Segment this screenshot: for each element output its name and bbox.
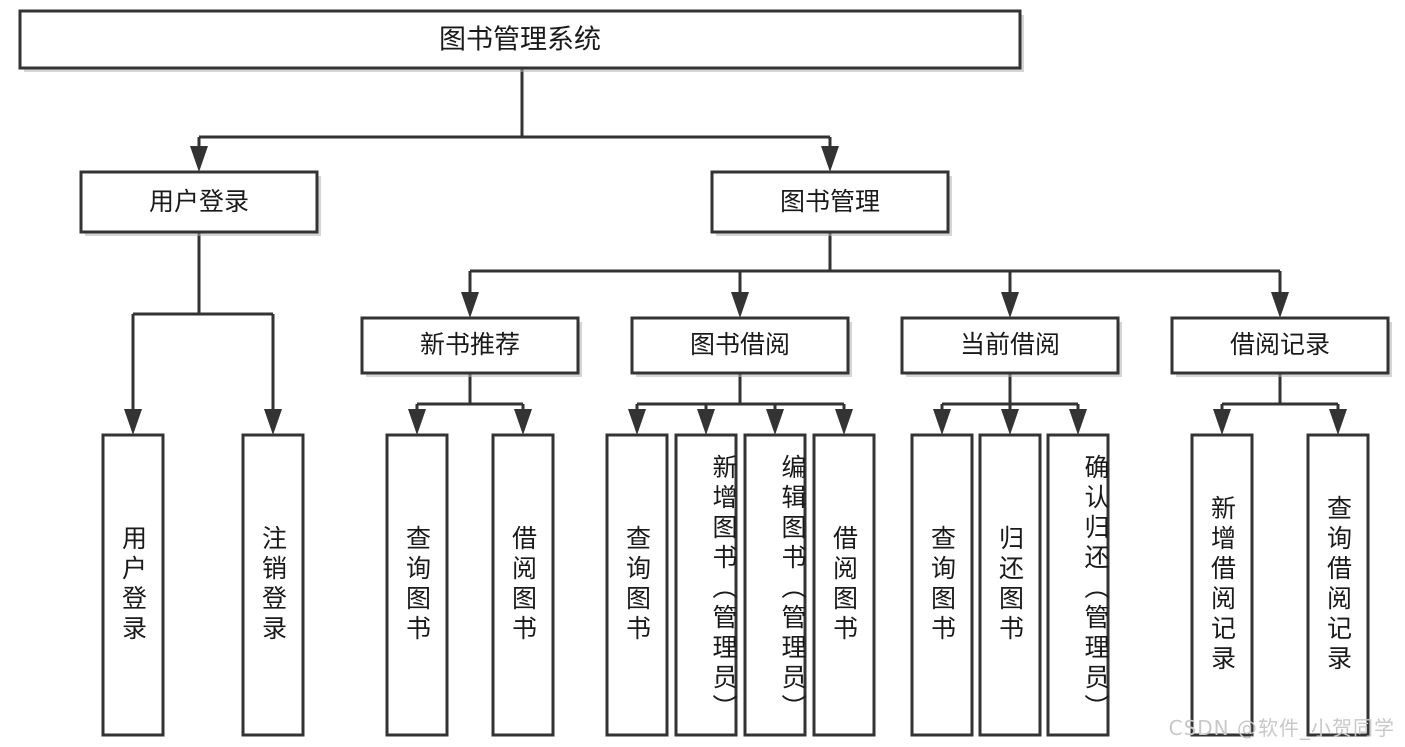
leaf-borrow-book-1-box[interactable] — [491, 433, 555, 737]
arrowhead-leaf-query-book-2 — [628, 409, 646, 435]
connector-group — [124, 68, 1347, 435]
node-current-borrow[interactable]: 当前借阅 — [900, 316, 1122, 377]
node-borrow-record[interactable]: 借阅记录 — [1170, 316, 1392, 377]
node-book-management-box[interactable] — [710, 170, 950, 234]
node-borrow-record-box[interactable] — [1170, 316, 1390, 375]
arrowhead-leaf-edit-book — [766, 409, 784, 435]
node-title-box[interactable] — [18, 9, 1022, 70]
arrowhead-borrow-record — [1271, 292, 1289, 318]
arrowhead-leaf-add-record — [1213, 409, 1231, 435]
arrowhead-leaf-confirm-return — [1069, 409, 1087, 435]
arrowhead-leaf-add-book — [697, 409, 715, 435]
arrowhead-book-management — [821, 146, 839, 172]
node-new-book-recommend-label: 新书推荐 — [420, 330, 520, 359]
arrowhead-user-login — [190, 146, 208, 172]
leaf-query-book-1-box[interactable] — [385, 433, 449, 737]
leaf-borrow-book-2-box[interactable] — [812, 433, 876, 737]
arrowhead-book-borrow — [731, 292, 749, 318]
arrowhead-leaf-query-record — [1329, 409, 1347, 435]
arrowhead-leaf-borrow-book-2 — [835, 409, 853, 435]
arrowhead-leaf-user-logout — [264, 409, 282, 435]
arrowhead-leaf-user-login — [124, 409, 142, 435]
node-current-borrow-label: 当前借阅 — [960, 330, 1060, 359]
node-title-label: 图书管理系统 — [439, 25, 601, 56]
node-book-borrow-box[interactable] — [630, 316, 850, 375]
arrowhead-leaf-query-book-1 — [408, 409, 426, 435]
arrowhead-leaf-query-book-3 — [933, 409, 951, 435]
leaf-add-record-box[interactable] — [1190, 433, 1254, 737]
leaf-box-group — [101, 433, 1370, 737]
node-current-borrow-box[interactable] — [900, 316, 1120, 375]
leaf-user-logout-box[interactable] — [241, 433, 305, 737]
arrowhead-leaf-borrow-book-1 — [514, 409, 532, 435]
arrowhead-new-book-recommend — [461, 292, 479, 318]
leaf-confirm-return-box[interactable] — [1046, 433, 1110, 737]
node-book-borrow-label: 图书借阅 — [690, 330, 790, 359]
leaf-query-book-2-box[interactable] — [605, 433, 669, 737]
leaf-query-book-3-box[interactable] — [910, 433, 974, 737]
node-user-login-label: 用户登录 — [149, 187, 249, 216]
node-new-book-recommend[interactable]: 新书推荐 — [360, 316, 582, 377]
arrowhead-leaf-return-book — [1001, 409, 1019, 435]
arrowhead-current-borrow — [1001, 292, 1019, 318]
leaf-return-book-box[interactable] — [978, 433, 1042, 737]
watermark-text: CSDN @软件_小贺同学 — [1168, 716, 1395, 740]
leaf-add-book-box[interactable] — [674, 433, 738, 737]
leaf-edit-book-box[interactable] — [743, 433, 807, 737]
node-book-borrow[interactable]: 图书借阅 — [630, 316, 852, 377]
node-book-management-label: 图书管理 — [780, 187, 880, 216]
node-new-book-recommend-box[interactable] — [360, 316, 580, 375]
leaf-user-login-box[interactable] — [101, 433, 165, 737]
node-book-management[interactable]: 图书管理 — [710, 170, 952, 236]
node-user-login[interactable]: 用户登录 — [79, 170, 321, 236]
node-user-login-box[interactable] — [79, 170, 319, 234]
node-borrow-record-label: 借阅记录 — [1230, 330, 1330, 359]
node-title[interactable]: 图书管理系统 — [18, 9, 1024, 72]
leaf-query-record-box[interactable] — [1306, 433, 1370, 737]
